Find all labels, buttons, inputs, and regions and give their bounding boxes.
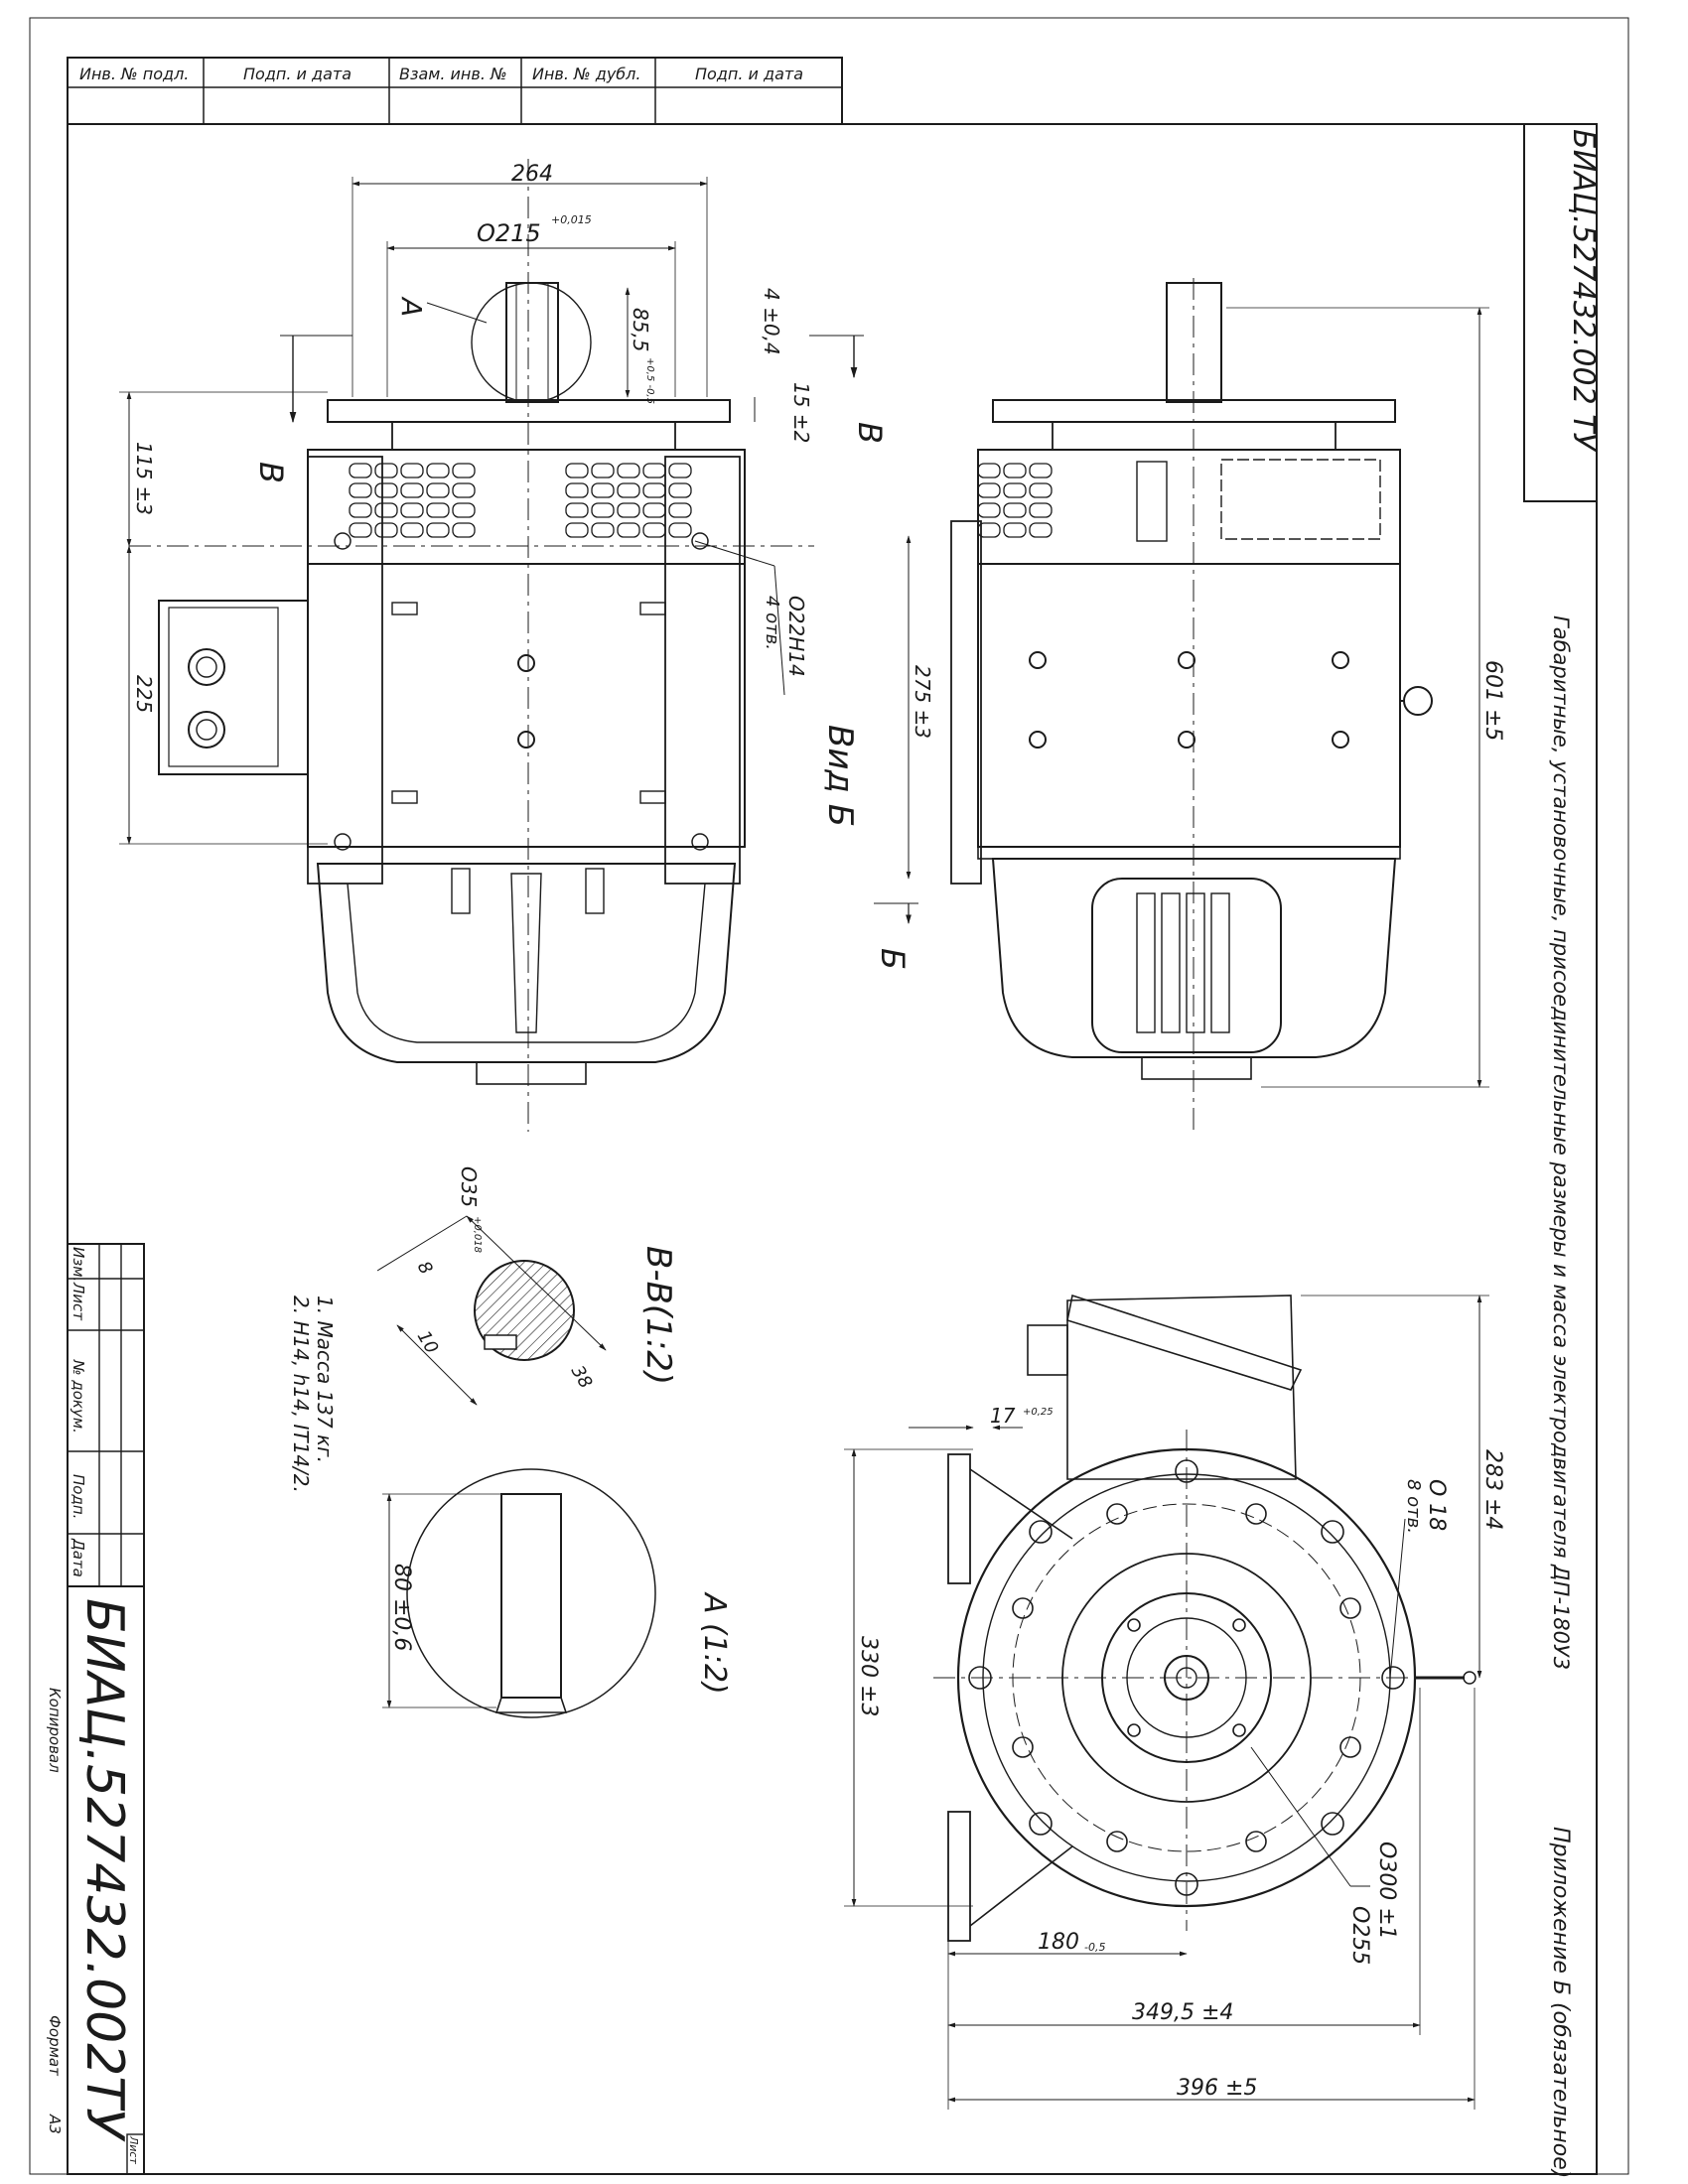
dim-10: 10 [413, 1327, 443, 1357]
detail-A-title: А (1:2) [697, 1591, 732, 1695]
change-cell-sign: Подп. [70, 1474, 87, 1519]
front-view [129, 159, 814, 1132]
stamp-cell-2: Подп. и дата [243, 65, 352, 83]
top-title-box: БИАЦ.527432.002 ТУ [1523, 123, 1601, 502]
dim-349-5: 349,5 ±4 [1132, 2000, 1233, 2025]
dim-d18: О 18 [1424, 1479, 1449, 1531]
view-B-label: Вид Б [820, 725, 860, 827]
dim-225: 225 [132, 675, 156, 713]
top-stamp: Инв. № подл. Подп. и дата Взам. инв. № И… [67, 57, 843, 125]
label-A: А [395, 296, 428, 317]
change-cell-list: Лист [70, 1282, 87, 1321]
dim-601: 601 ±5 [1480, 660, 1505, 741]
dim-4: 4 ±0,4 [760, 288, 783, 355]
inner-frame [67, 123, 1598, 2175]
appendix-label: Приложение Б (обязательное) [1548, 1827, 1573, 2178]
change-block: Изм. Лист № докум. Подп. Дата БИАЦ.52743… [46, 1243, 145, 2175]
format-value: А3 [46, 2114, 64, 2134]
section-view: В-В(1:2) О35 +0,018 10 8 38 [376, 1166, 678, 1406]
dim-180: 180 [1038, 1930, 1079, 1955]
dim-180-tol: -0,5 [1084, 1941, 1105, 1954]
note-2: 2. Н14, h14, IT14/2. [289, 1296, 313, 1493]
drawing-caption: Габаритные, установочные, присоединитель… [1549, 615, 1573, 1670]
dim-15: 15 ±2 [789, 382, 813, 443]
dim-d35: О35 [457, 1166, 481, 1207]
label-B-right: В [851, 422, 889, 444]
flange-view [933, 1294, 1477, 1942]
dim-330: 330 ±3 [856, 1636, 881, 1716]
change-cell-izm: Изм. [70, 1247, 87, 1282]
dim-8a: 8 [413, 1258, 437, 1278]
dim-hole: О22Н14 [784, 596, 808, 677]
dim-17: 17 [990, 1404, 1016, 1428]
bottom-title: БИАЦ.527432.002ТУ [74, 1598, 134, 2142]
top-title: БИАЦ.527432.002 ТУ [1566, 129, 1601, 453]
stamp-cell-4: Инв. № дубл. [532, 65, 640, 83]
stamp-cell-5: Подп. и дата [695, 65, 803, 83]
dim-115: 115 ±3 [132, 442, 156, 515]
change-cell-doc: № докум. [70, 1359, 87, 1433]
dim-283: 283 ±4 [1480, 1449, 1505, 1530]
copied-label: Копировал [46, 1688, 64, 1773]
flange-dimensions: 17 +0,25 283 ±4 О 18 8 отв. 330 ±3 О300 … [844, 1295, 1505, 2110]
front-dimensions: 264 О215 +0,015 А 85,5 +0,5 -0,5 4 ±0,4 … [119, 162, 934, 970]
label-Б: Б [874, 948, 912, 970]
detail-A-view: А (1:2) 80 ±0,6 [382, 1468, 732, 1718]
change-cell-date: Дата [70, 1538, 87, 1577]
dim-85-5-tol: +0,5 -0,5 [644, 357, 655, 404]
dim-d18-count: 8 отв. [1403, 1479, 1424, 1534]
format-label: Формат [46, 2015, 64, 2077]
side-view: 601 ±5 [950, 278, 1505, 1132]
dim-80: 80 ±0,6 [389, 1564, 414, 1651]
dim-d300: О300 ±1 [1374, 1842, 1399, 1940]
stamp-cell-3: Взам. инв. № [399, 65, 507, 83]
dim-275: 275 ±3 [911, 665, 934, 739]
dim-17-tol: +0,25 [1023, 1407, 1054, 1418]
dim-d215-tol: +0,015 [551, 213, 592, 226]
note-1: 1. Масса 137 кг. [313, 1296, 337, 1463]
dim-d215: О215 [477, 219, 541, 247]
dim-d255: О255 [1347, 1906, 1372, 1965]
dim-85-5: 85,5 [629, 308, 652, 352]
dim-264: 264 [511, 162, 553, 187]
section-title: В-В(1:2) [638, 1246, 678, 1385]
sheet-label: Лист [127, 2135, 140, 2164]
label-B-left: В [252, 462, 290, 483]
dim-8b: 38 [567, 1362, 597, 1392]
dim-hole-count: 4 отв. [762, 596, 782, 650]
stamp-cell-1: Инв. № подл. [79, 65, 189, 83]
dim-396: 396 ±5 [1177, 2076, 1257, 2101]
dim-d35-tol: +0,018 [472, 1216, 483, 1253]
